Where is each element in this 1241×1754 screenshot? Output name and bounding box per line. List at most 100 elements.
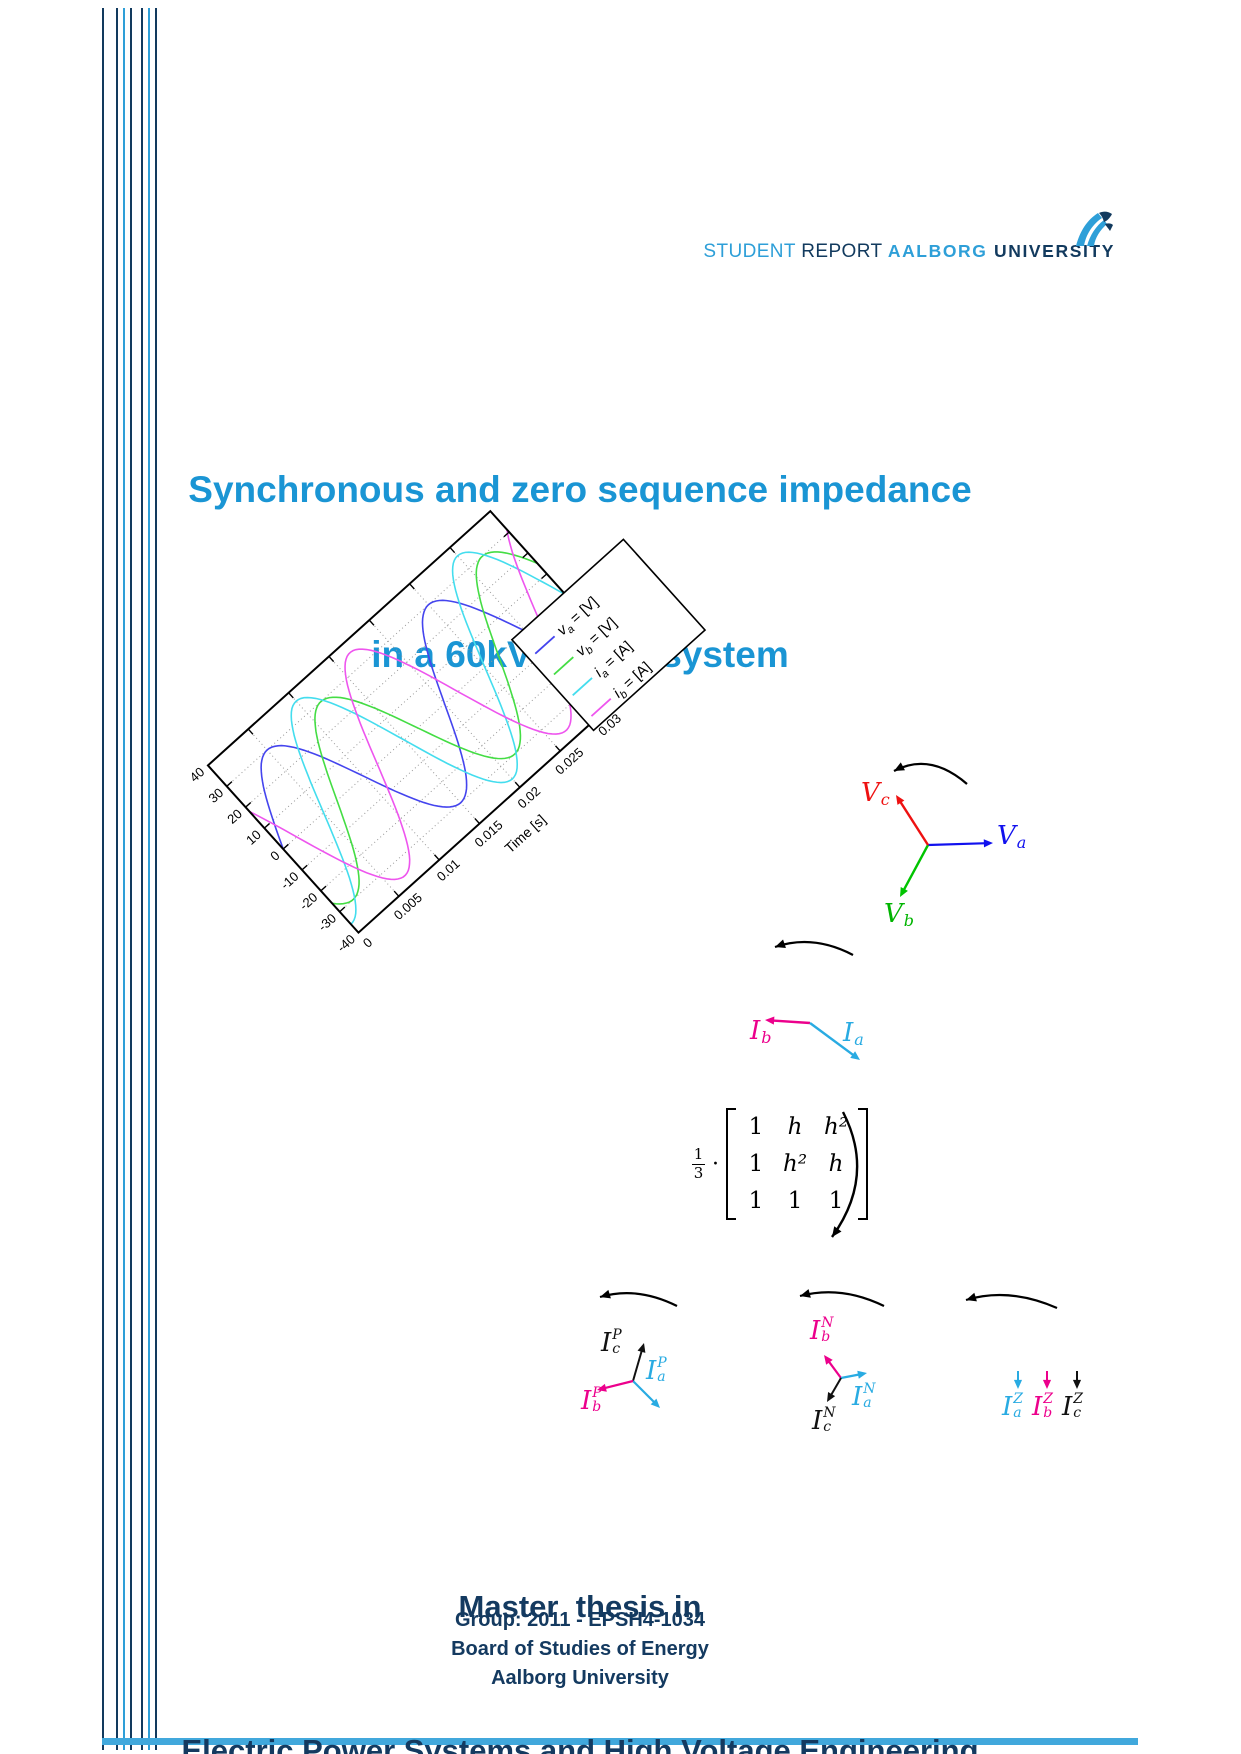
matrix-coefficient: 1 3 [692,1144,705,1182]
y-tick [358,927,365,934]
legend-swatch [534,635,556,655]
x-tick-label: 0.015 [471,817,505,850]
i-rotation-head [775,939,786,948]
zero-rotation-arc [965,1293,1058,1310]
left-rule [141,8,143,1750]
x-tick [409,583,415,590]
frac-bar [692,1163,705,1165]
board-line: Board of Studies of Energy [451,1638,709,1660]
matrix-cell: 1 [787,1188,803,1214]
i-rotation-arc [774,940,854,956]
y-tick [541,573,548,580]
grid-line [245,552,529,808]
matrix-cell: h [828,1151,844,1177]
phasor-IcP-head [637,1343,646,1353]
matrix-cell: h² [824,1114,849,1140]
phasor-Vb-head [900,887,908,897]
phasor-IaN-head [857,1370,867,1379]
phasor-IaN [840,1373,862,1380]
x-tick [353,926,360,934]
x-tick [474,817,481,825]
x-tick-label: 0 [360,935,375,951]
pos-rotation-arc [599,1292,678,1307]
phasor-Vc-head [896,795,905,805]
x-tick [433,854,440,861]
y-tick [301,864,308,871]
legend-swatch [590,698,612,717]
group-line: Group: 2011 - EPSH4-1034 [454,1609,706,1631]
aau-logo-icon [1076,211,1113,246]
series-ia [290,551,566,925]
phasor-IcP [632,1348,644,1382]
y-tick [484,510,491,517]
phasor-Va-head [983,839,993,848]
x-tick [368,619,375,626]
series-va [260,599,623,850]
left-rule [130,8,132,1750]
degree-line-1: Master thesis in [458,1589,702,1624]
x-tick [247,728,254,735]
phasor-Ia-head [850,1051,860,1060]
x-tick [207,764,214,772]
matrix-bracket-right [858,1108,869,1220]
legend-swatch [572,677,593,696]
y-tick [522,552,529,559]
grid-line [264,573,548,829]
left-rule [116,8,118,1750]
matrix-cell: h² [783,1151,808,1177]
y-tick [503,531,510,538]
phasor-Vb [901,844,930,893]
neg-rotation-head [800,1289,811,1298]
aau-logo [1074,211,1114,252]
matrix-bracket-left [726,1108,736,1220]
y-tick-label: -30 [315,910,339,934]
phasor-IbP [602,1379,634,1390]
y-tick-label: -20 [296,890,320,914]
x-tick [288,692,294,699]
y-tick [245,802,252,808]
left-rule [123,8,125,1750]
phasor-IcN [829,1377,842,1398]
x-tick-label: 0.025 [552,745,586,778]
legend-box [510,538,707,732]
phasor-IaP-head [650,1398,660,1408]
left-rule [102,8,104,1750]
x-tick [514,781,521,788]
frac-numerator: 1 [693,1144,704,1163]
matrix-cell: 1 [828,1188,844,1214]
x-tick-label: 0.005 [391,890,425,923]
x-tick [554,745,561,752]
grid-line [226,531,510,787]
frac-denominator: 3 [693,1163,704,1182]
y-tick-label: -40 [334,931,358,955]
y-tick [263,822,271,829]
bottom-bar [102,1738,1138,1745]
phasor-IbN-head [824,1355,833,1365]
phasor-Vc [898,799,930,846]
y-tick-label: 0 [267,848,282,864]
matrix-cell: 1 [748,1188,764,1214]
neg-rotation-arc [799,1291,885,1307]
aalborg-label: AALBORG [887,241,994,261]
left-rule [148,8,150,1750]
phasor-Ib [770,1019,811,1025]
header: STUDENT REPORT AALBORG UNIVERSITY [0,241,1115,263]
report-label: REPORT [801,241,888,262]
degree-line-2: Electric Power Systems and High Voltage … [181,1733,979,1754]
multiply-dot: · [712,1151,719,1177]
y-tick [339,906,346,913]
matrix-cell: 1 [748,1151,764,1177]
university-line: Aalborg University [491,1667,669,1689]
